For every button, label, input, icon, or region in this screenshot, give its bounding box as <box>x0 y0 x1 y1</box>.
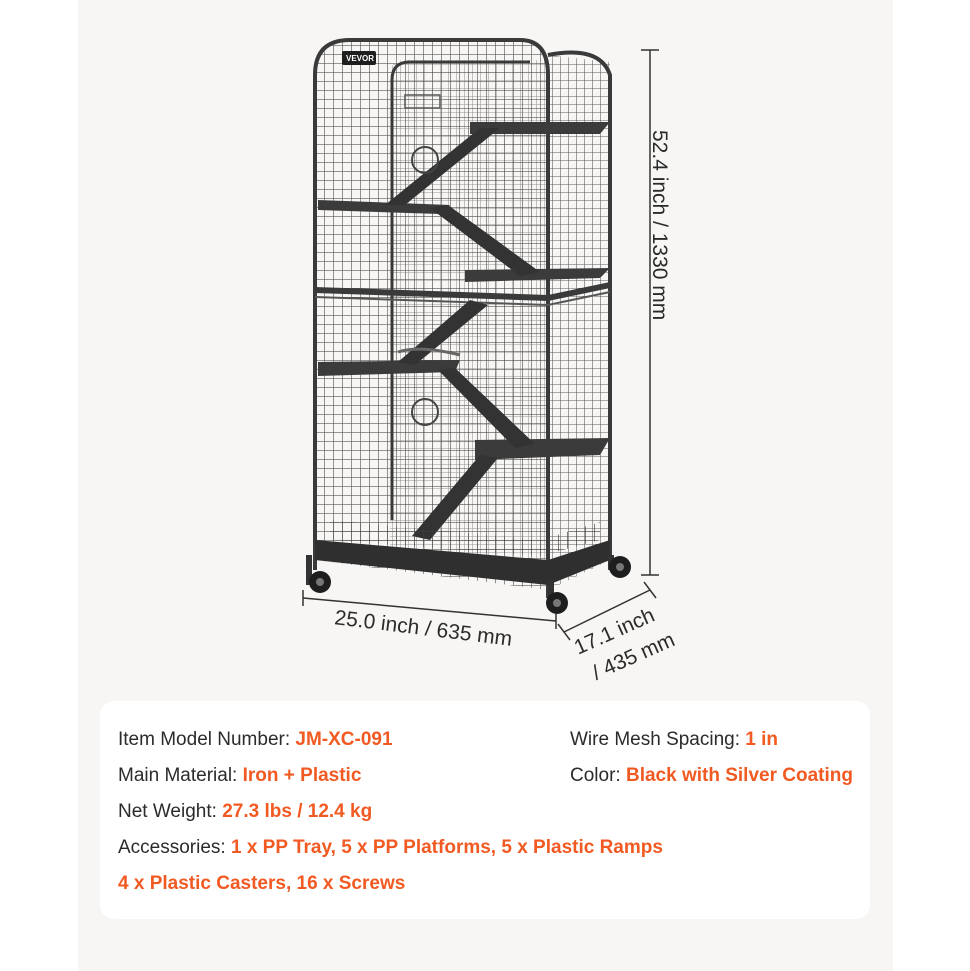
spec-accessories-value: 1 x PP Tray, 5 x PP Platforms, 5 x Plast… <box>230 837 663 858</box>
height-dimension-label: 52.4 inch / 1330 mm <box>648 130 671 321</box>
spec-model-value: JM-XC-091 <box>295 729 393 750</box>
spec-accessories-continued-value: 4 x Plastic Casters, 16 x Screws <box>118 873 406 894</box>
cage-illustration: VEVOR <box>302 38 659 641</box>
spec-model: Item Model Number: JM-XC-091 <box>118 729 393 751</box>
spec-mesh-value: 1 in <box>745 729 779 750</box>
spec-material-value: Iron + Plastic <box>242 765 362 786</box>
product-figure: VEVOR <box>302 38 659 641</box>
spec-weight: Net Weight: 27.3 lbs / 12.4 kg <box>118 801 372 823</box>
spec-color-label: Color: <box>570 765 626 786</box>
spec-model-label: Item Model Number: <box>118 729 296 750</box>
spec-material-label: Main Material: <box>118 765 243 786</box>
spec-weight-value: 27.3 lbs / 12.4 kg <box>222 801 373 822</box>
spec-accessories-label: Accessories: <box>118 837 231 858</box>
spec-color-value: Black with Silver Coating <box>625 765 853 786</box>
brand-logo: VEVOR <box>346 54 374 63</box>
spec-accessories-continued: 4 x Plastic Casters, 16 x Screws <box>118 873 405 895</box>
spec-card: Item Model Number: JM-XC-091 Wire Mesh S… <box>100 701 870 919</box>
spec-accessories: Accessories: 1 x PP Tray, 5 x PP Platfor… <box>118 837 663 859</box>
spec-weight-label: Net Weight: <box>118 801 223 822</box>
spec-color: Color: Black with Silver Coating <box>570 765 853 787</box>
brand-tag <box>342 51 376 65</box>
spec-mesh-label: Wire Mesh Spacing: <box>570 729 746 750</box>
spec-mesh: Wire Mesh Spacing: 1 in <box>570 729 778 751</box>
spec-material: Main Material: Iron + Plastic <box>118 765 361 787</box>
